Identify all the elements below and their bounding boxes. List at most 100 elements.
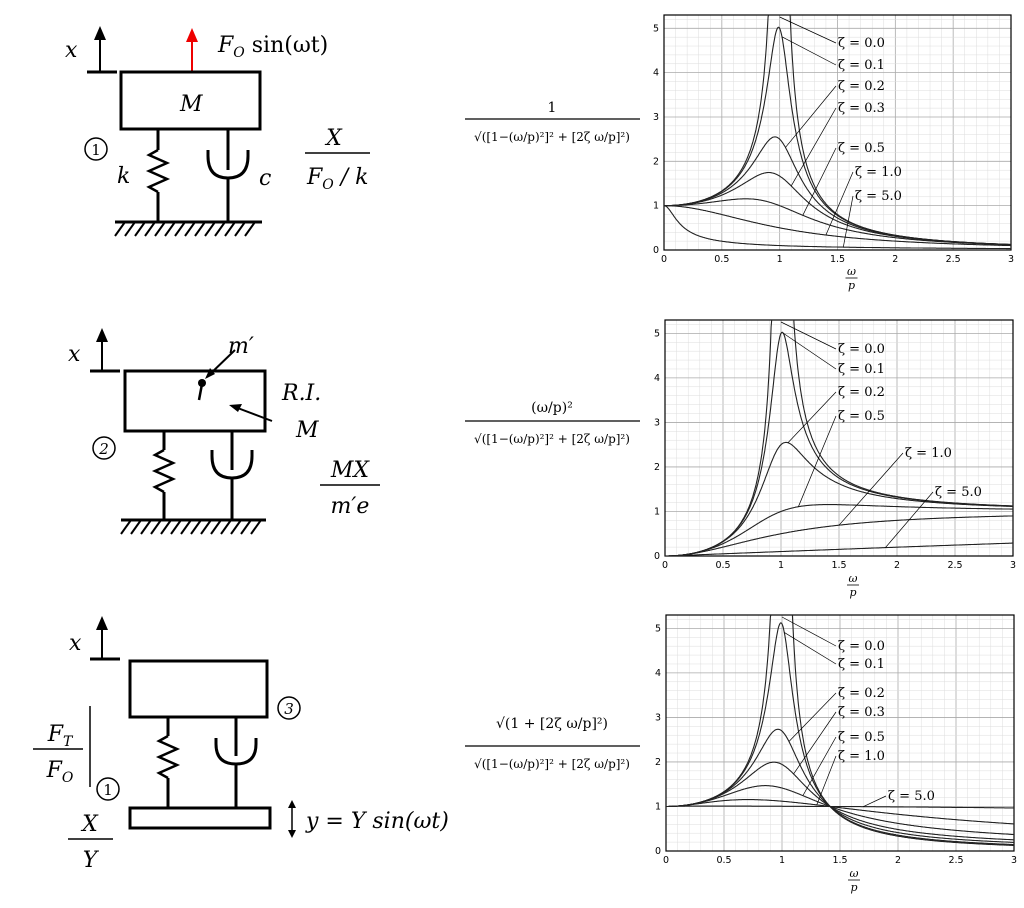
y-tick-label: 1 xyxy=(655,801,661,812)
x-tick-label: 2 xyxy=(892,254,898,265)
circle-1-text: 1 xyxy=(91,141,101,159)
ratio-1-num: X xyxy=(324,126,343,151)
ground-1-hatch-line xyxy=(114,221,126,237)
x-tick-label: 3 xyxy=(1011,855,1017,866)
series-label: ζ = 0.1 xyxy=(838,657,885,672)
eccentric-mass-dot xyxy=(198,379,206,387)
series-label: ζ = 0.0 xyxy=(838,36,885,51)
ground-1-hatch xyxy=(114,221,256,237)
series-line-zeta-0_5 xyxy=(664,198,1011,246)
m-prime-label: m′ xyxy=(228,334,254,359)
x-tick-label: 1 xyxy=(777,254,783,265)
ground-1-hatch-line xyxy=(154,221,166,237)
x-tick-label: 0.5 xyxy=(716,855,731,866)
series-leader xyxy=(790,107,837,187)
mass-arrowhead-2 xyxy=(229,404,242,412)
ground-2-hatch-line xyxy=(250,519,262,535)
chart-frame xyxy=(663,14,1012,251)
circle-1-ref xyxy=(96,777,120,801)
ground-2-hatch-line xyxy=(120,519,132,535)
x-axis-label-den: p xyxy=(850,881,857,894)
series-leader xyxy=(798,415,837,507)
spring-label-k: k xyxy=(117,164,130,189)
x-axis-label-den: p xyxy=(848,279,855,292)
y-tick-label: 4 xyxy=(655,668,661,679)
series-label: ζ = 5.0 xyxy=(935,485,982,500)
ground-1-hatch-line xyxy=(144,221,156,237)
series-label: ζ = 1.0 xyxy=(838,749,885,764)
spring-2 xyxy=(151,448,177,494)
xy-ratio-num: X xyxy=(80,812,99,837)
ground-1-hatch-line xyxy=(194,221,206,237)
formula-3-num: √(1 + [2ζ ω/p]²) xyxy=(496,716,608,732)
y-tick-label: 1 xyxy=(654,506,660,517)
series-leader xyxy=(783,332,837,370)
series-leader xyxy=(779,16,837,44)
series-label: ζ = 0.5 xyxy=(838,409,885,424)
chart-frame xyxy=(665,614,1015,852)
series-label: ζ = 1.0 xyxy=(905,446,952,461)
ground-1-hatch-line xyxy=(164,221,176,237)
xy-ratio-den: Y xyxy=(83,848,100,873)
series-leader xyxy=(825,171,854,236)
series-leader xyxy=(787,391,837,443)
series-label: ζ = 0.2 xyxy=(838,79,885,94)
x-tick-label: 1 xyxy=(778,560,784,571)
series-leader xyxy=(816,755,837,806)
y-tick-label: 5 xyxy=(655,623,661,634)
system-3-diagram xyxy=(89,616,293,832)
series-leader xyxy=(781,36,837,66)
series-leader xyxy=(802,147,837,216)
series-label: ζ = 0.5 xyxy=(838,141,885,156)
y-tick-label: 3 xyxy=(654,417,660,428)
series-label: ζ = 0.3 xyxy=(838,101,885,116)
series-label: ζ = 0.5 xyxy=(838,730,885,745)
series-label: ζ = 0.3 xyxy=(838,705,885,720)
circle-1 xyxy=(84,137,108,161)
ground-1-hatch-line xyxy=(124,221,136,237)
formula-3: √(1 + [2ζ ω/p]²) √([1−(ω/p)²]² + [2ζ ω/p… xyxy=(465,716,640,771)
series-line-zeta-0_5 xyxy=(665,504,1013,556)
y-tick-label: 0 xyxy=(654,551,660,562)
damper-label-c: c xyxy=(259,166,271,191)
x-arrowhead-2 xyxy=(96,328,108,342)
series-line-zeta-0_2 xyxy=(666,728,1014,843)
series-label: ζ = 0.1 xyxy=(838,58,885,73)
base-motion-arrowhead-down xyxy=(288,830,296,838)
x-tick-label: 3 xyxy=(1008,254,1014,265)
formula-1: 1 √([1−(ω/p)²]² + [2ζ ω/p]²) xyxy=(465,100,640,144)
x-tick-label: 0 xyxy=(662,560,668,571)
series-leader xyxy=(885,491,934,548)
x-label-1: x xyxy=(65,38,78,63)
mass-label-1: M xyxy=(179,92,203,117)
ratio-2-den: m′e xyxy=(331,494,370,519)
chart-grid xyxy=(665,320,1013,556)
series-line-zeta-5 xyxy=(664,205,1011,250)
y-tick-label: 3 xyxy=(655,712,661,723)
series-leader xyxy=(780,321,837,350)
series-label: ζ = 0.1 xyxy=(838,362,885,377)
series-line-zeta-5 xyxy=(665,542,1013,556)
series-leader xyxy=(838,452,904,526)
base-block xyxy=(128,806,272,830)
y-tick-label: 4 xyxy=(653,68,659,79)
force-arrowhead xyxy=(186,28,198,42)
ground-2-hatch-line xyxy=(140,519,152,535)
ground-2-hatch-line xyxy=(240,519,252,535)
series-line-zeta-5 xyxy=(666,805,1014,809)
y-tick-label: 1 xyxy=(653,201,659,212)
ground-1-hatch-line xyxy=(224,221,236,237)
x-axis-label-den: p xyxy=(849,586,856,599)
ft-ratio-num: FT xyxy=(47,722,74,750)
mass-label-2: M xyxy=(295,418,319,443)
ground-1-hatch-line xyxy=(244,221,256,237)
ratio-1-den: FO / k xyxy=(306,165,368,193)
ground-1-hatch-line xyxy=(234,221,246,237)
series-leader xyxy=(842,195,854,248)
spring-1 xyxy=(145,148,171,194)
x-label-2: x xyxy=(68,342,81,367)
x-tick-label: 1.5 xyxy=(832,855,847,866)
ground-2-hatch-line xyxy=(160,519,172,535)
